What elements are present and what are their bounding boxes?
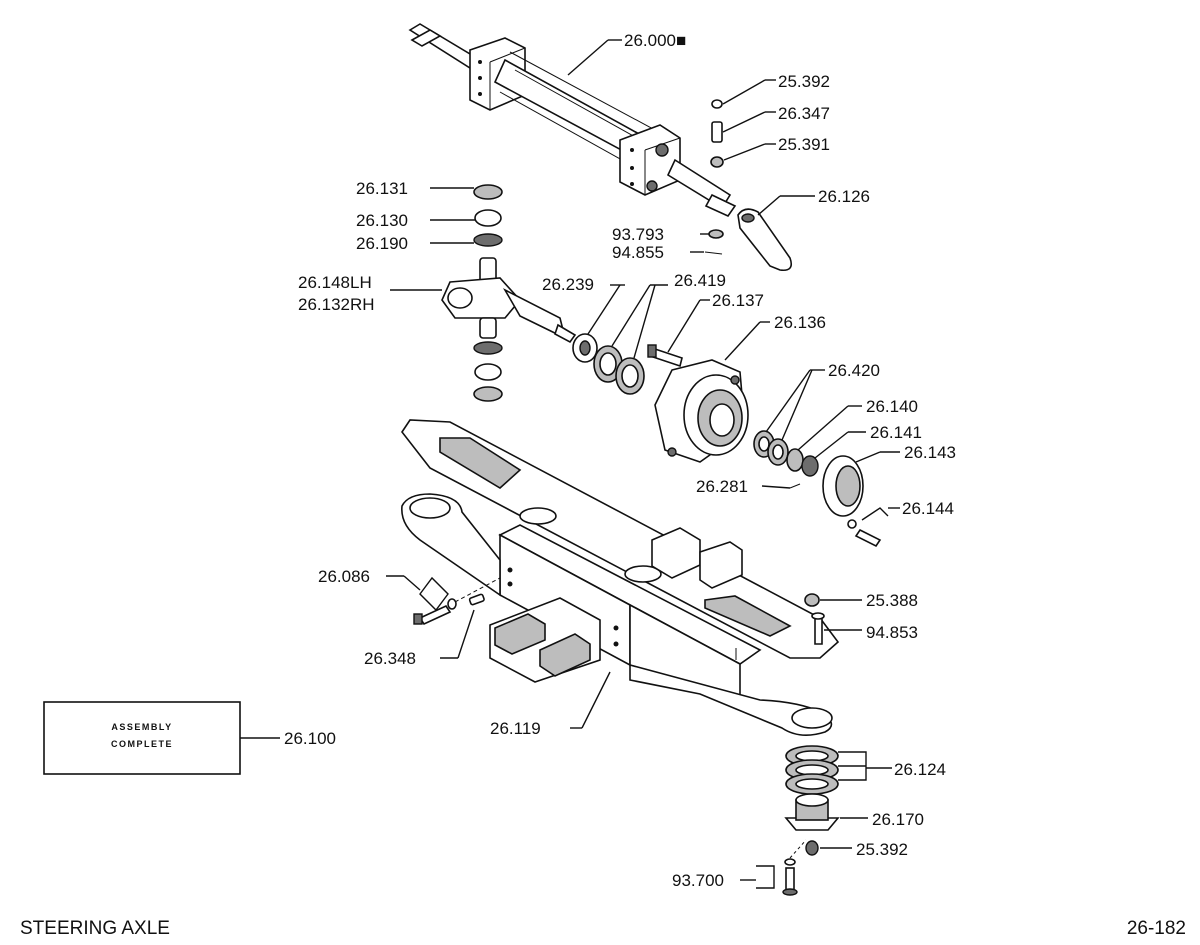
label-26420: 26.420 bbox=[828, 361, 880, 380]
label-26140: 26.140 bbox=[866, 397, 918, 416]
label-26100: 26.100 bbox=[284, 729, 336, 748]
assembly-complete-box bbox=[43, 701, 241, 775]
footer-title: STEERING AXLE bbox=[20, 918, 170, 939]
label-26132RH: 26.132RH bbox=[298, 295, 375, 314]
label-26126: 26.126 bbox=[818, 187, 870, 206]
footer-page-code: 26-182 bbox=[1127, 918, 1186, 939]
label-26000: 26.000■ bbox=[624, 31, 686, 50]
label-26144: 26.144 bbox=[902, 499, 954, 518]
pin-stack bbox=[710, 99, 724, 168]
steering-cylinder bbox=[408, 23, 737, 218]
wheel-hub bbox=[654, 359, 749, 463]
label-94853: 94.853 bbox=[866, 623, 918, 642]
axle-beam bbox=[401, 419, 840, 736]
assembly-box-line1: ASSEMBLY bbox=[111, 722, 172, 732]
label-25388: 25.388 bbox=[866, 591, 918, 610]
label-26190: 26.190 bbox=[356, 234, 408, 253]
label-26239: 26.239 bbox=[542, 275, 594, 294]
hub-bearings bbox=[593, 345, 645, 395]
assembly-box-line2: COMPLETE bbox=[111, 739, 173, 749]
label-26347: 26.347 bbox=[778, 104, 830, 123]
label-94855: 94.855 bbox=[612, 243, 664, 262]
kingpin-bearing-stack bbox=[473, 184, 503, 402]
steering-knuckle bbox=[441, 257, 577, 344]
label-93793: 93.793 bbox=[612, 225, 664, 244]
label-26131: 26.131 bbox=[356, 179, 408, 198]
label-26143: 26.143 bbox=[904, 443, 956, 462]
label-26148LH: 26.148LH bbox=[298, 273, 372, 292]
label-26281: 26.281 bbox=[696, 477, 748, 496]
label-26348: 26.348 bbox=[364, 649, 416, 668]
label-26130: 26.130 bbox=[356, 211, 408, 230]
steering-arm bbox=[737, 208, 793, 272]
thrust-cup bbox=[784, 793, 840, 831]
bushings bbox=[785, 745, 839, 795]
label-26124: 26.124 bbox=[894, 760, 946, 779]
label-26136: 26.136 bbox=[774, 313, 826, 332]
label-26419: 26.419 bbox=[674, 271, 726, 290]
label-26119: 26.119 bbox=[490, 719, 541, 738]
label-26141: 26.141 bbox=[870, 423, 922, 442]
label-93700: 93.700 bbox=[672, 871, 724, 890]
label-26086: 26.086 bbox=[318, 567, 370, 586]
label-25392-lower: 25.392 bbox=[856, 840, 908, 859]
label-26137: 26.137 bbox=[712, 291, 764, 310]
label-25391: 25.391 bbox=[778, 135, 830, 154]
label-26170: 26.170 bbox=[872, 810, 924, 829]
label-25392-upper: 25.392 bbox=[778, 72, 830, 91]
